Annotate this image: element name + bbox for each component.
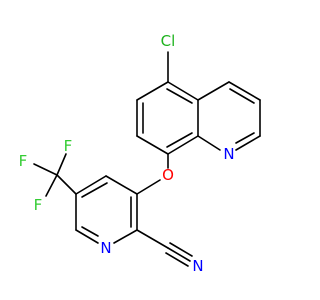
bond [113, 229, 138, 244]
bond [105, 175, 138, 195]
atom-labels: Cl O N N N F F F [19, 32, 235, 275]
bond [45, 174, 58, 197]
fluorine-label-bottom: F [34, 196, 43, 214]
bond [75, 175, 107, 195]
bond [169, 242, 193, 257]
quinoline-nitrogen-label: N [223, 145, 234, 163]
pyridine-nitrogen-label: N [100, 239, 111, 257]
bonds [33, 51, 261, 267]
bond [75, 229, 99, 244]
fluorine-label-top: F [64, 137, 73, 155]
bond [33, 163, 58, 176]
bond [81, 182, 108, 198]
bond [166, 132, 193, 148]
bond [136, 135, 169, 155]
bond [167, 247, 191, 262]
bond [165, 252, 189, 267]
bond [136, 229, 169, 249]
nitrile-nitrogen-label: N [192, 257, 203, 275]
bond [167, 135, 199, 155]
bond [197, 81, 230, 101]
bond [228, 81, 261, 101]
bond [136, 81, 169, 101]
bond [56, 174, 77, 195]
oxygen-label: O [162, 166, 174, 184]
bond [235, 135, 261, 151]
bond [136, 179, 161, 195]
bond [56, 153, 67, 176]
bond [229, 88, 255, 104]
bond [81, 226, 99, 237]
fluorine-label-left: F [19, 152, 28, 170]
structure-diagram: Cl O N N N F F F [19, 32, 261, 275]
bond [166, 88, 193, 104]
bond [197, 135, 221, 151]
molecule-canvas: Cl O N N N F F F [18, 32, 261, 275]
bond [167, 81, 199, 101]
bond [235, 132, 255, 144]
chlorine-label: Cl [161, 32, 176, 50]
